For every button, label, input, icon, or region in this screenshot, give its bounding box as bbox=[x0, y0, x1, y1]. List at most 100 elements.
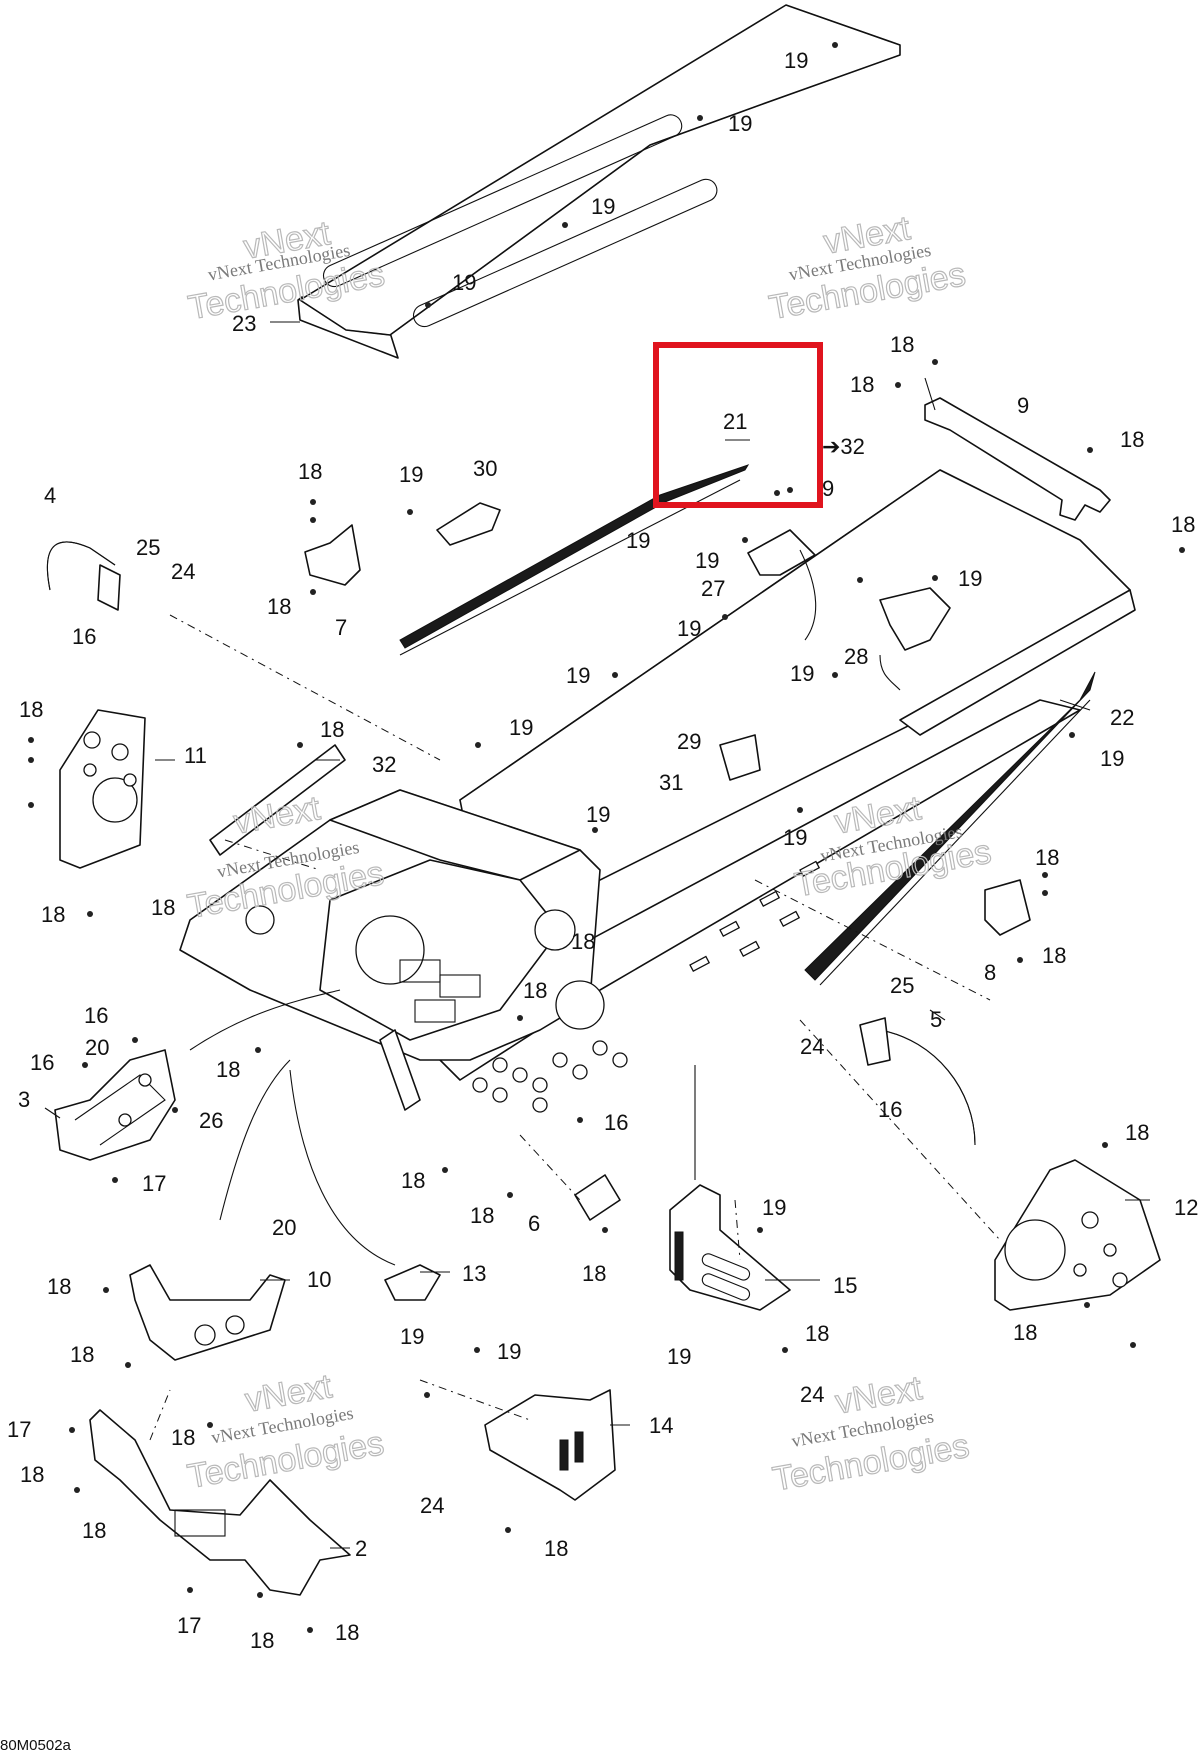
label-22: 22 bbox=[1110, 705, 1134, 730]
label-19-q: 19 bbox=[400, 1324, 424, 1349]
label-18-u: 18 bbox=[1013, 1320, 1037, 1345]
part-4-handle bbox=[46, 541, 121, 611]
label-18-ab: 18 bbox=[250, 1628, 274, 1653]
label-19-f: 19 bbox=[626, 528, 650, 553]
label-19-c: 19 bbox=[591, 194, 615, 219]
label-18-j: 18 bbox=[151, 895, 175, 920]
label-19-n: 19 bbox=[586, 802, 610, 827]
label-18-o: 18 bbox=[216, 1057, 240, 1082]
label-18-y: 18 bbox=[20, 1462, 44, 1487]
label-24-d: 24 bbox=[420, 1493, 444, 1518]
label-19-a: 19 bbox=[784, 48, 808, 73]
label-19-l: 19 bbox=[1100, 746, 1124, 771]
label-18-x: 18 bbox=[171, 1425, 195, 1450]
label-16-c: 16 bbox=[84, 1003, 108, 1028]
label-25-a: 25 bbox=[136, 535, 160, 560]
label-24-a: 24 bbox=[171, 559, 195, 584]
label-18-q: 18 bbox=[470, 1203, 494, 1228]
label-27: 27 bbox=[701, 576, 725, 601]
label-2: 2 bbox=[355, 1536, 367, 1561]
label-19-p: 19 bbox=[762, 1195, 786, 1220]
label-9-a: 9 bbox=[1017, 393, 1029, 418]
label-19-d: 19 bbox=[452, 270, 476, 295]
label-12: 12 bbox=[1174, 1195, 1198, 1220]
label-18-p: 18 bbox=[401, 1168, 425, 1193]
label-8: 8 bbox=[984, 960, 996, 985]
part-10-bracket bbox=[129, 1264, 286, 1361]
label-19-b: 19 bbox=[728, 111, 752, 136]
label-18-aa: 18 bbox=[544, 1536, 568, 1561]
label-16-a: 16 bbox=[72, 624, 96, 649]
label-17-b: 17 bbox=[7, 1417, 31, 1442]
part-5-handle bbox=[859, 1017, 976, 1146]
label-18-f: 18 bbox=[267, 594, 291, 619]
label-17-c: 17 bbox=[177, 1613, 201, 1638]
label-29: 29 bbox=[677, 729, 701, 754]
part-12-side-panel bbox=[994, 1159, 1161, 1311]
label-19-o: 19 bbox=[783, 825, 807, 850]
label-18-s: 18 bbox=[805, 1321, 829, 1346]
label-20-a: 20 bbox=[85, 1035, 109, 1060]
label-18-v: 18 bbox=[47, 1274, 71, 1299]
label-16-b: 16 bbox=[878, 1097, 902, 1122]
label-19-h: 19 bbox=[958, 566, 982, 591]
watermark-5: vNext vNext Technologies Technologies bbox=[184, 1367, 387, 1497]
label-20-b: 20 bbox=[272, 1215, 296, 1240]
label-24-b: 24 bbox=[800, 1034, 824, 1059]
part-3-bracket bbox=[54, 1049, 176, 1161]
label-18-ac: 18 bbox=[335, 1620, 359, 1645]
label-13: 13 bbox=[462, 1261, 486, 1286]
label-19-k: 19 bbox=[790, 661, 814, 686]
label-14: 14 bbox=[649, 1413, 673, 1438]
label-6: 6 bbox=[528, 1211, 540, 1236]
leader-lines bbox=[44, 321, 1150, 1549]
assembly-lines bbox=[149, 614, 1001, 1441]
label-18-n: 18 bbox=[523, 978, 547, 1003]
label-11: 11 bbox=[184, 743, 207, 768]
part-23-tunnel-cover bbox=[297, 4, 901, 359]
label-19-r: 19 bbox=[497, 1339, 521, 1364]
label-19-i: 19 bbox=[677, 616, 701, 641]
label-7: 7 bbox=[335, 615, 347, 640]
label-28: 28 bbox=[844, 644, 868, 669]
label-18-l: 18 bbox=[1035, 845, 1059, 870]
label-18-c: 18 bbox=[1120, 427, 1144, 452]
curved-arrows bbox=[189, 549, 901, 1266]
label-16-e: 16 bbox=[604, 1110, 628, 1135]
part-15-bracket bbox=[669, 1184, 791, 1311]
label-18-e: 18 bbox=[298, 459, 322, 484]
label-5: 5 bbox=[930, 1007, 942, 1032]
part-22-rail-slider bbox=[804, 671, 1096, 986]
label-18-b: 18 bbox=[850, 372, 874, 397]
diagram-code: 80M0502a bbox=[0, 1737, 72, 1754]
small-brackets bbox=[209, 502, 1031, 1221]
watermark-6: vNext vNext Technologies Technologies bbox=[769, 1368, 972, 1499]
label-15: 15 bbox=[833, 1273, 857, 1298]
label-18-m: 18 bbox=[1042, 943, 1066, 968]
part-21-rail-slider bbox=[399, 464, 750, 656]
highlight-box bbox=[653, 342, 823, 508]
label-18-a: 18 bbox=[890, 332, 914, 357]
label-25-b: 25 bbox=[890, 973, 914, 998]
label-9-b: 9 bbox=[822, 476, 834, 501]
label-31: 31 bbox=[659, 770, 683, 795]
part-11-side-panel bbox=[59, 709, 146, 869]
label-21: 21 bbox=[723, 409, 747, 434]
label-18-k: 18 bbox=[571, 929, 595, 954]
label-18-w: 18 bbox=[70, 1342, 94, 1367]
part-2-lower-cradle bbox=[89, 1409, 351, 1596]
label-3: 3 bbox=[18, 1087, 30, 1112]
label-19-s: 19 bbox=[667, 1344, 691, 1369]
label-19-m: 19 bbox=[509, 715, 533, 740]
label-30: 30 bbox=[473, 456, 497, 481]
main-tunnel-frame bbox=[179, 469, 1136, 1113]
label-32: 32 bbox=[372, 752, 396, 777]
label-19-j: 19 bbox=[566, 663, 590, 688]
label-16-d: 16 bbox=[30, 1050, 54, 1075]
label-10: 10 bbox=[307, 1267, 331, 1292]
label-18-d: 18 bbox=[1171, 512, 1195, 537]
part-13-plate bbox=[384, 1264, 441, 1301]
watermark-4: vNext vNext Technologies Technologies bbox=[791, 788, 994, 905]
label-32-arrow: ➔32 bbox=[822, 434, 865, 459]
